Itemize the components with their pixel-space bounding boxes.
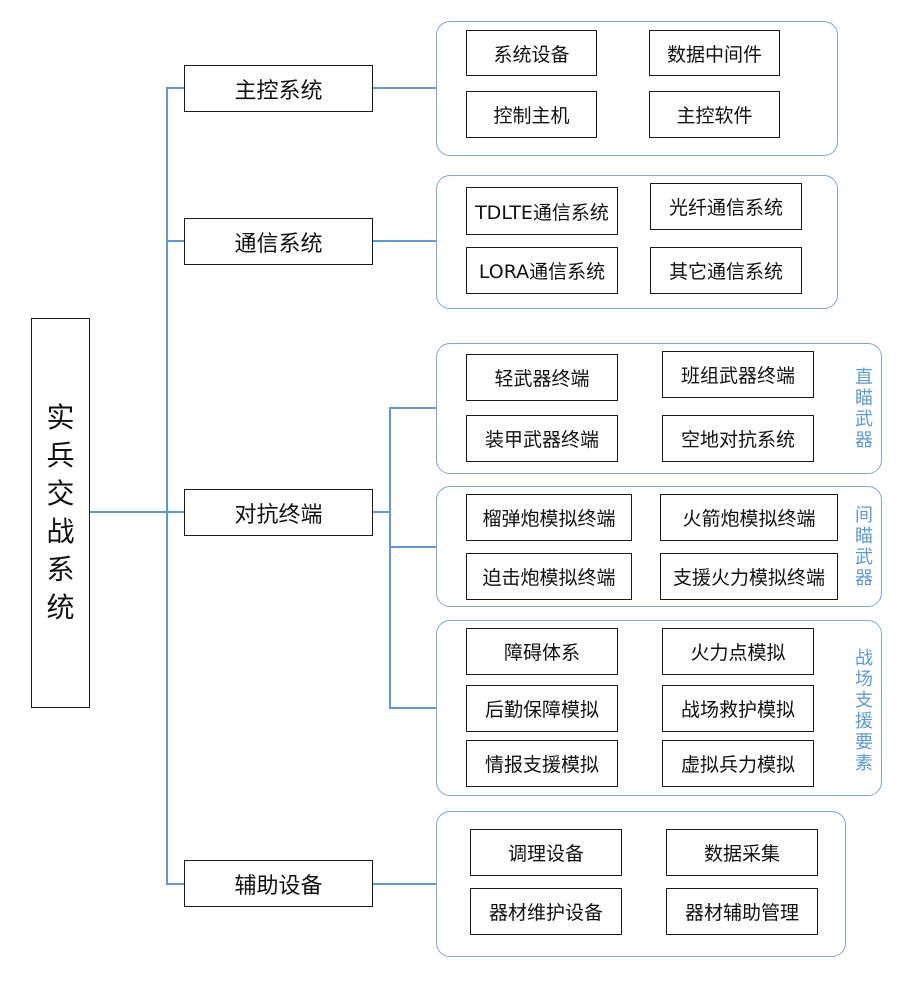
root-char: 实 — [46, 401, 75, 434]
leaf-node: 班组武器终端 — [662, 351, 814, 398]
root-char: 交 — [46, 477, 75, 510]
leaf-node: 情报支援模拟 — [466, 740, 618, 787]
leaf-node: 主控软件 — [649, 91, 780, 138]
connector-to-fuzhu — [166, 883, 184, 885]
leaf-node: 控制主机 — [466, 91, 597, 138]
leaf-node: 后勤保障模拟 — [466, 685, 618, 732]
leaf-node: 装甲武器终端 — [466, 415, 618, 462]
group-label-jianmiao: 间 瞄 武 器 — [855, 505, 873, 589]
root-char: 兵 — [46, 439, 75, 472]
leaf-node: 火力点模拟 — [662, 628, 814, 675]
leaf-node: 光纤通信系统 — [650, 183, 802, 230]
leaf-node: 器材辅助管理 — [666, 888, 818, 935]
connector-duikang-spine — [389, 408, 391, 709]
leaf-node: 障碍体系 — [466, 628, 618, 675]
leaf-node: 榴弹炮模拟终端 — [466, 494, 632, 541]
connector-to-duikang — [166, 511, 184, 513]
group-label-zhimiao: 直 瞄 武 器 — [855, 367, 873, 451]
node-zhukong: 主控系统 — [184, 65, 373, 112]
leaf-node: 轻武器终端 — [466, 354, 618, 401]
leaf-node: 虚拟兵力模拟 — [662, 740, 814, 787]
leaf-node: 数据采集 — [666, 829, 818, 876]
connector-duikang-out — [372, 511, 390, 513]
connector-tongxin-group — [372, 240, 436, 242]
root-char: 系 — [46, 553, 75, 586]
node-fuzhu: 辅助设备 — [184, 860, 373, 907]
root-char: 统 — [46, 591, 75, 624]
connector-root-trunk — [90, 511, 167, 513]
node-tongxin: 通信系统 — [184, 218, 373, 265]
leaf-node: TDLTE通信系统 — [466, 187, 618, 235]
leaf-node: 战场救护模拟 — [662, 685, 814, 732]
connector-fuzhu-group — [372, 883, 436, 885]
connector-to-jianmiao — [389, 546, 436, 548]
leaf-node: 调理设备 — [470, 829, 622, 876]
leaf-node: 支援火力模拟终端 — [660, 553, 838, 600]
connector-to-tongxin — [166, 240, 184, 242]
leaf-node: LORA通信系统 — [466, 247, 618, 294]
connector-to-zhukong — [166, 87, 184, 89]
connector-main-spine — [166, 88, 168, 884]
leaf-node: 空地对抗系统 — [662, 415, 814, 462]
connector-zhukong-group — [372, 87, 436, 89]
node-duikang: 对抗终端 — [184, 489, 373, 536]
root-node: 实 兵 交 战 系 统 — [31, 318, 90, 708]
leaf-node: 火箭炮模拟终端 — [660, 494, 838, 541]
leaf-node: 系统设备 — [466, 30, 597, 76]
leaf-node: 器材维护设备 — [470, 888, 622, 935]
leaf-node: 其它通信系统 — [650, 247, 802, 294]
group-label-zhanchang: 战 场 支 援 要 素 — [855, 648, 873, 774]
leaf-node: 迫击炮模拟终端 — [466, 553, 632, 600]
connector-to-zhimiao — [389, 407, 436, 409]
root-char: 战 — [46, 515, 75, 548]
leaf-node: 数据中间件 — [649, 30, 780, 76]
connector-to-zhanchang — [389, 707, 436, 709]
